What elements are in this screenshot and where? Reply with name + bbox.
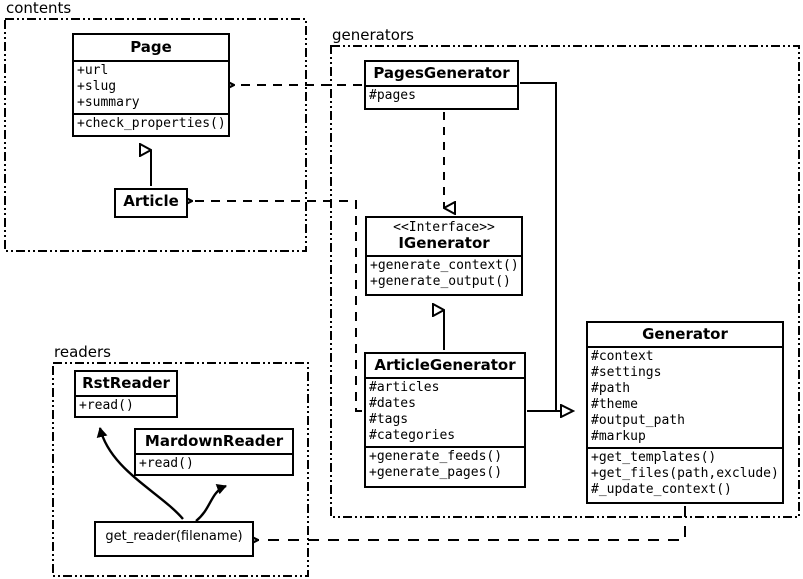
class-page-title: Page [130,38,172,56]
operation: +get_files(path,exclude) [591,466,779,481]
attribute: +url [77,63,109,78]
class-igenerator-name: IGenerator [398,234,490,252]
class-generator-operations: +get_templates() +get_files(path,exclude… [588,447,782,500]
attribute: #theme [591,397,638,412]
operation: +get_templates() [591,450,717,465]
class-article-title: Article [123,192,179,210]
attribute: #tags [369,412,409,427]
attribute: +summary [77,95,140,110]
class-rst-reader[interactable]: RstReader +read() [74,370,178,418]
class-generator-title: Generator [642,325,728,343]
class-article-generator[interactable]: ArticleGenerator #articles #dates #tags … [364,352,526,488]
operation: #_update_context() [591,482,732,497]
class-page[interactable]: Page +url +slug +summary +check_properti… [72,33,230,137]
class-mardown-reader-operations: +read() [136,453,292,474]
class-rst-reader-operations: +read() [76,395,176,416]
attribute: #path [591,381,631,396]
function-get-reader[interactable]: get_reader(filename) [94,521,254,557]
operation: +generate_feeds() [369,449,503,464]
attribute: #categories [369,428,456,443]
attribute: +slug [77,79,117,94]
class-article-generator-attributes: #articles #dates #tags #categories [366,377,524,446]
class-article-generator-title: ArticleGenerator [374,356,516,374]
class-pages-generator[interactable]: PagesGenerator #pages [364,60,519,110]
class-mardown-reader-title: MardownReader [144,432,284,450]
class-mardown-reader[interactable]: MardownReader +read() [134,428,294,476]
function-get-reader-label: get_reader(filename) [105,529,243,544]
class-page-attributes: +url +slug +summary [74,60,228,113]
operation: +generate_output() [370,274,511,289]
attribute: #settings [591,365,662,380]
operation: +read() [139,456,194,471]
class-igenerator-operations: +generate_context() +generate_output() [367,255,521,292]
class-pages-generator-title: PagesGenerator [373,64,510,82]
class-page-operations: +check_properties() [74,113,228,134]
attribute: #markup [591,429,646,444]
package-readers-label: readers [54,343,111,361]
operation: +generate_pages() [369,465,503,480]
package-contents-label: contents [6,0,72,17]
attribute: #dates [369,396,416,411]
attribute: #output_path [591,413,685,428]
class-generator[interactable]: Generator #context #settings #path #them… [586,321,784,504]
package-generators-label: generators [332,26,414,44]
attribute: #context [591,349,654,364]
attribute: #articles [369,380,440,395]
class-article[interactable]: Article [114,188,188,218]
class-igenerator-title: <<Interface>> IGenerator [367,218,521,255]
attribute: #pages [369,88,416,103]
class-igenerator-stereotype: <<Interface>> [393,220,495,235]
operation: +check_properties() [77,116,226,131]
class-pages-generator-attributes: #pages [366,85,517,106]
class-igenerator[interactable]: <<Interface>> IGenerator +generate_conte… [365,216,523,296]
class-rst-reader-title: RstReader [82,374,170,392]
class-article-generator-operations: +generate_feeds() +generate_pages() [366,446,524,483]
operation: +read() [79,398,134,413]
class-generator-attributes: #context #settings #path #theme #output_… [588,346,782,447]
operation: +generate_context() [370,258,519,273]
